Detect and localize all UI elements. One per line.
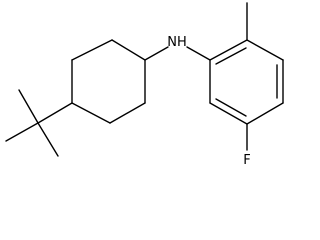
bond (186, 46, 211, 61)
bond (215, 47, 247, 65)
bond (71, 39, 113, 61)
bond (215, 98, 247, 117)
benzene-ring (209, 39, 284, 125)
bond (209, 39, 248, 61)
bond (37, 122, 59, 157)
amine-linkage (144, 46, 211, 61)
bond (246, 39, 284, 61)
bond (109, 102, 146, 124)
chemical-structure: NH F (5, 2, 284, 168)
bond (71, 102, 111, 124)
bond (5, 122, 39, 142)
fluorine-label: F (243, 153, 250, 168)
bond (37, 102, 73, 124)
tert-butyl-group (5, 89, 73, 157)
bond (18, 89, 39, 124)
bond (209, 102, 248, 125)
bond (246, 102, 284, 125)
cyclohexane-ring (71, 39, 146, 124)
amine-nh-label: NH (167, 35, 187, 50)
bond (144, 46, 169, 61)
bond (111, 39, 146, 61)
